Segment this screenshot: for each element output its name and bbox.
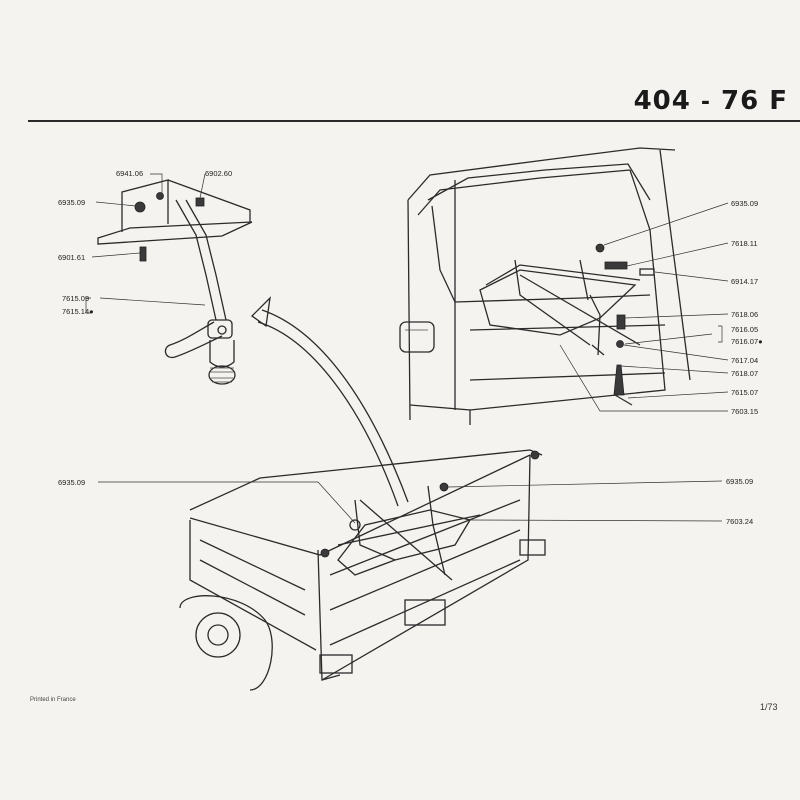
label-6935-09-bed-left: 6935.09 [58,478,85,487]
page-title: 404-76 F [634,86,788,116]
label-7603-15: 7603.15 [731,407,758,416]
callout-arrow [250,296,409,507]
label-6914-17: 6914.17 [731,277,758,286]
title-separator: - [700,90,711,115]
label-6901-61: 6901.61 [58,253,85,262]
label-7615-07: 7615.07 [731,388,758,397]
bracket-detail [97,179,253,385]
printed-note: Printed in France [30,697,76,703]
leader-lines [85,173,729,524]
part-labels: 6941.06 6902.60 6935.09 6901.61 7615.09 … [58,169,763,526]
label-7618-06: 7618.06 [731,310,758,319]
bed-view [179,449,546,691]
model-number: 404 [633,86,691,116]
label-6941-06: 6941.06 [116,169,143,178]
section-code: 76 F [721,86,788,116]
label-7616-07: 7616.07● [731,337,763,346]
label-6935-09-cab: 6935.09 [731,199,758,208]
label-6935-09-detail: 6935.09 [58,198,85,207]
label-7603-24: 7603.24 [726,517,753,526]
label-6935-09-bed-right: 6935.09 [726,477,753,486]
cab-view [399,147,691,425]
label-7618-07: 7618.07 [731,369,758,378]
label-6902-60: 6902.60 [205,169,232,178]
label-7618-11: 7618.11 [731,239,758,248]
label-7615-09: 7615.09 [62,294,89,303]
label-7615-14: 7615.14● [62,307,94,316]
label-7616-05: 7616.05 [731,325,758,334]
page-number: 1/73 [760,702,778,712]
label-7617-04: 7617.04 [731,356,758,365]
header-rule [28,120,800,122]
